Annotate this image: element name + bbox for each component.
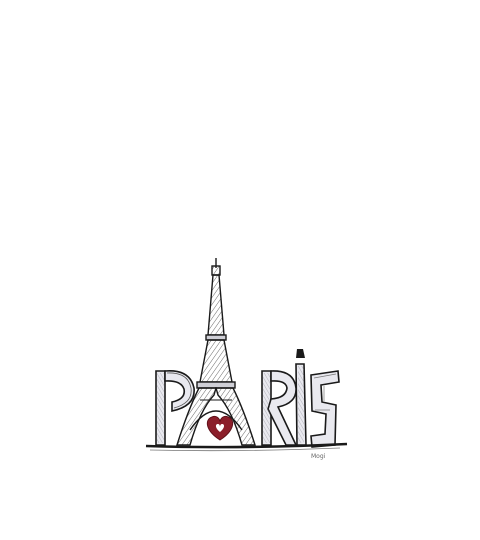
letter-p bbox=[155, 370, 195, 446]
heart-icon bbox=[206, 415, 234, 441]
eiffel-tower bbox=[176, 258, 256, 446]
letter-r bbox=[261, 370, 298, 446]
artist-signature: Mogi bbox=[311, 453, 326, 460]
ground-line bbox=[145, 442, 348, 452]
letter-i bbox=[295, 349, 307, 446]
letter-s bbox=[310, 370, 340, 448]
